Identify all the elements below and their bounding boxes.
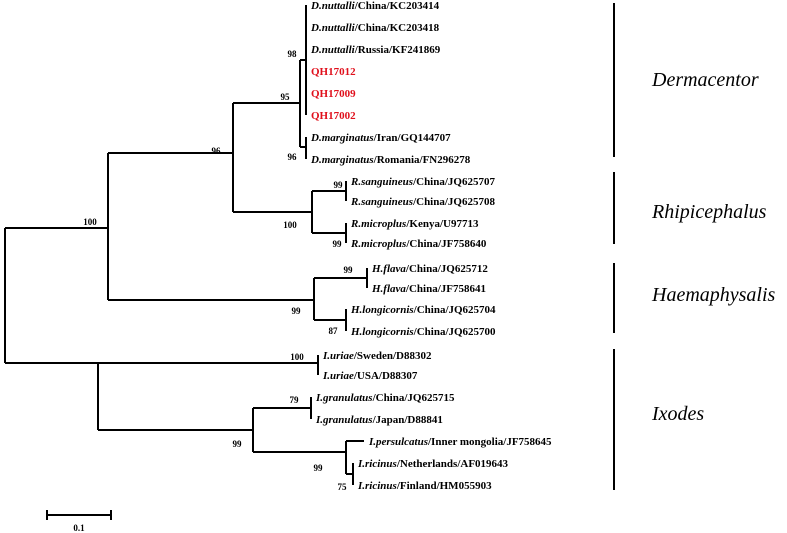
taxon-label: R.sanguineus/China/JQ625707: [350, 176, 495, 188]
bootstrap-value: 96: [288, 152, 298, 162]
sample-label: QH17012: [311, 66, 356, 78]
genus-label: Ixodes: [651, 403, 704, 425]
bootstrap-value: 99: [344, 265, 354, 275]
taxon-label: I.ricinus/Finland/HM055903: [357, 480, 492, 492]
bootstrap-value: 100: [283, 220, 297, 230]
taxon-label: I.ricinus/Netherlands/AF019643: [357, 458, 509, 470]
taxon-label: I.uriae/USA/D88307: [322, 370, 418, 382]
bootstrap-value: 99: [314, 463, 324, 473]
taxon-label: I.persulcatus/Inner mongolia/JF758645: [368, 436, 552, 448]
taxon-label: H.flava/China/JF758641: [371, 283, 486, 295]
taxon-label: D.nuttalli/China/KC203418: [310, 22, 440, 34]
taxon-label: D.nuttalli/China/KC203414: [310, 0, 440, 12]
bootstrap-values: 98 95 96 96 100 99 100 99 99 99 87 100 79 99 99 75: [83, 49, 353, 492]
bootstrap-value: 95: [281, 92, 291, 102]
bootstrap-value: 87: [329, 326, 339, 336]
taxon-label: R.sanguineus/China/JQ625708: [350, 196, 495, 208]
clade-brackets: DermacentorRhipicephalusHaemaphysalisIxo…: [613, 3, 776, 490]
bootstrap-value: 79: [290, 395, 300, 405]
taxon-label: H.longicornis/China/JQ625704: [350, 304, 496, 316]
sample-label: QH17002: [311, 110, 356, 122]
scale-bar-label: 0.1: [73, 523, 85, 533]
taxon-labels: D.nuttalli/China/KC203414D.nuttalli/Chin…: [310, 0, 552, 492]
taxon-label: I.granulatus/Japan/D88841: [315, 414, 443, 426]
bootstrap-value: 96: [212, 146, 222, 156]
bootstrap-value: 99: [233, 439, 243, 449]
taxon-label: D.marginatus/Romania/FN296278: [310, 154, 471, 166]
genus-label: Haemaphysalis: [651, 284, 776, 306]
bootstrap-value: 75: [338, 482, 348, 492]
taxon-label: D.marginatus/Iran/GQ144707: [310, 132, 451, 144]
tree-branches: [4, 5, 368, 485]
bootstrap-value: 98: [288, 49, 298, 59]
taxon-label: D.nuttalli/Russia/KF241869: [310, 44, 441, 56]
taxon-label: H.flava/China/JQ625712: [371, 263, 488, 275]
bootstrap-value: 99: [292, 306, 302, 316]
sample-label: QH17009: [311, 88, 356, 100]
genus-label: Rhipicephalus: [651, 201, 767, 223]
bootstrap-value: 100: [290, 352, 304, 362]
taxon-label: I.granulatus/China/JQ625715: [315, 392, 455, 404]
bootstrap-value: 99: [334, 180, 344, 190]
bootstrap-value: 99: [333, 239, 343, 249]
taxon-label: H.longicornis/China/JQ625700: [350, 326, 496, 338]
taxon-label: I.uriae/Sweden/D88302: [322, 350, 432, 362]
bootstrap-value: 100: [83, 217, 97, 227]
genus-label: Dermacentor: [651, 69, 759, 91]
taxon-label: R.microplus/Kenya/U97713: [350, 218, 479, 230]
scale-bar: 0.1: [46, 510, 112, 533]
taxon-label: R.microplus/China/JF758640: [350, 238, 487, 250]
